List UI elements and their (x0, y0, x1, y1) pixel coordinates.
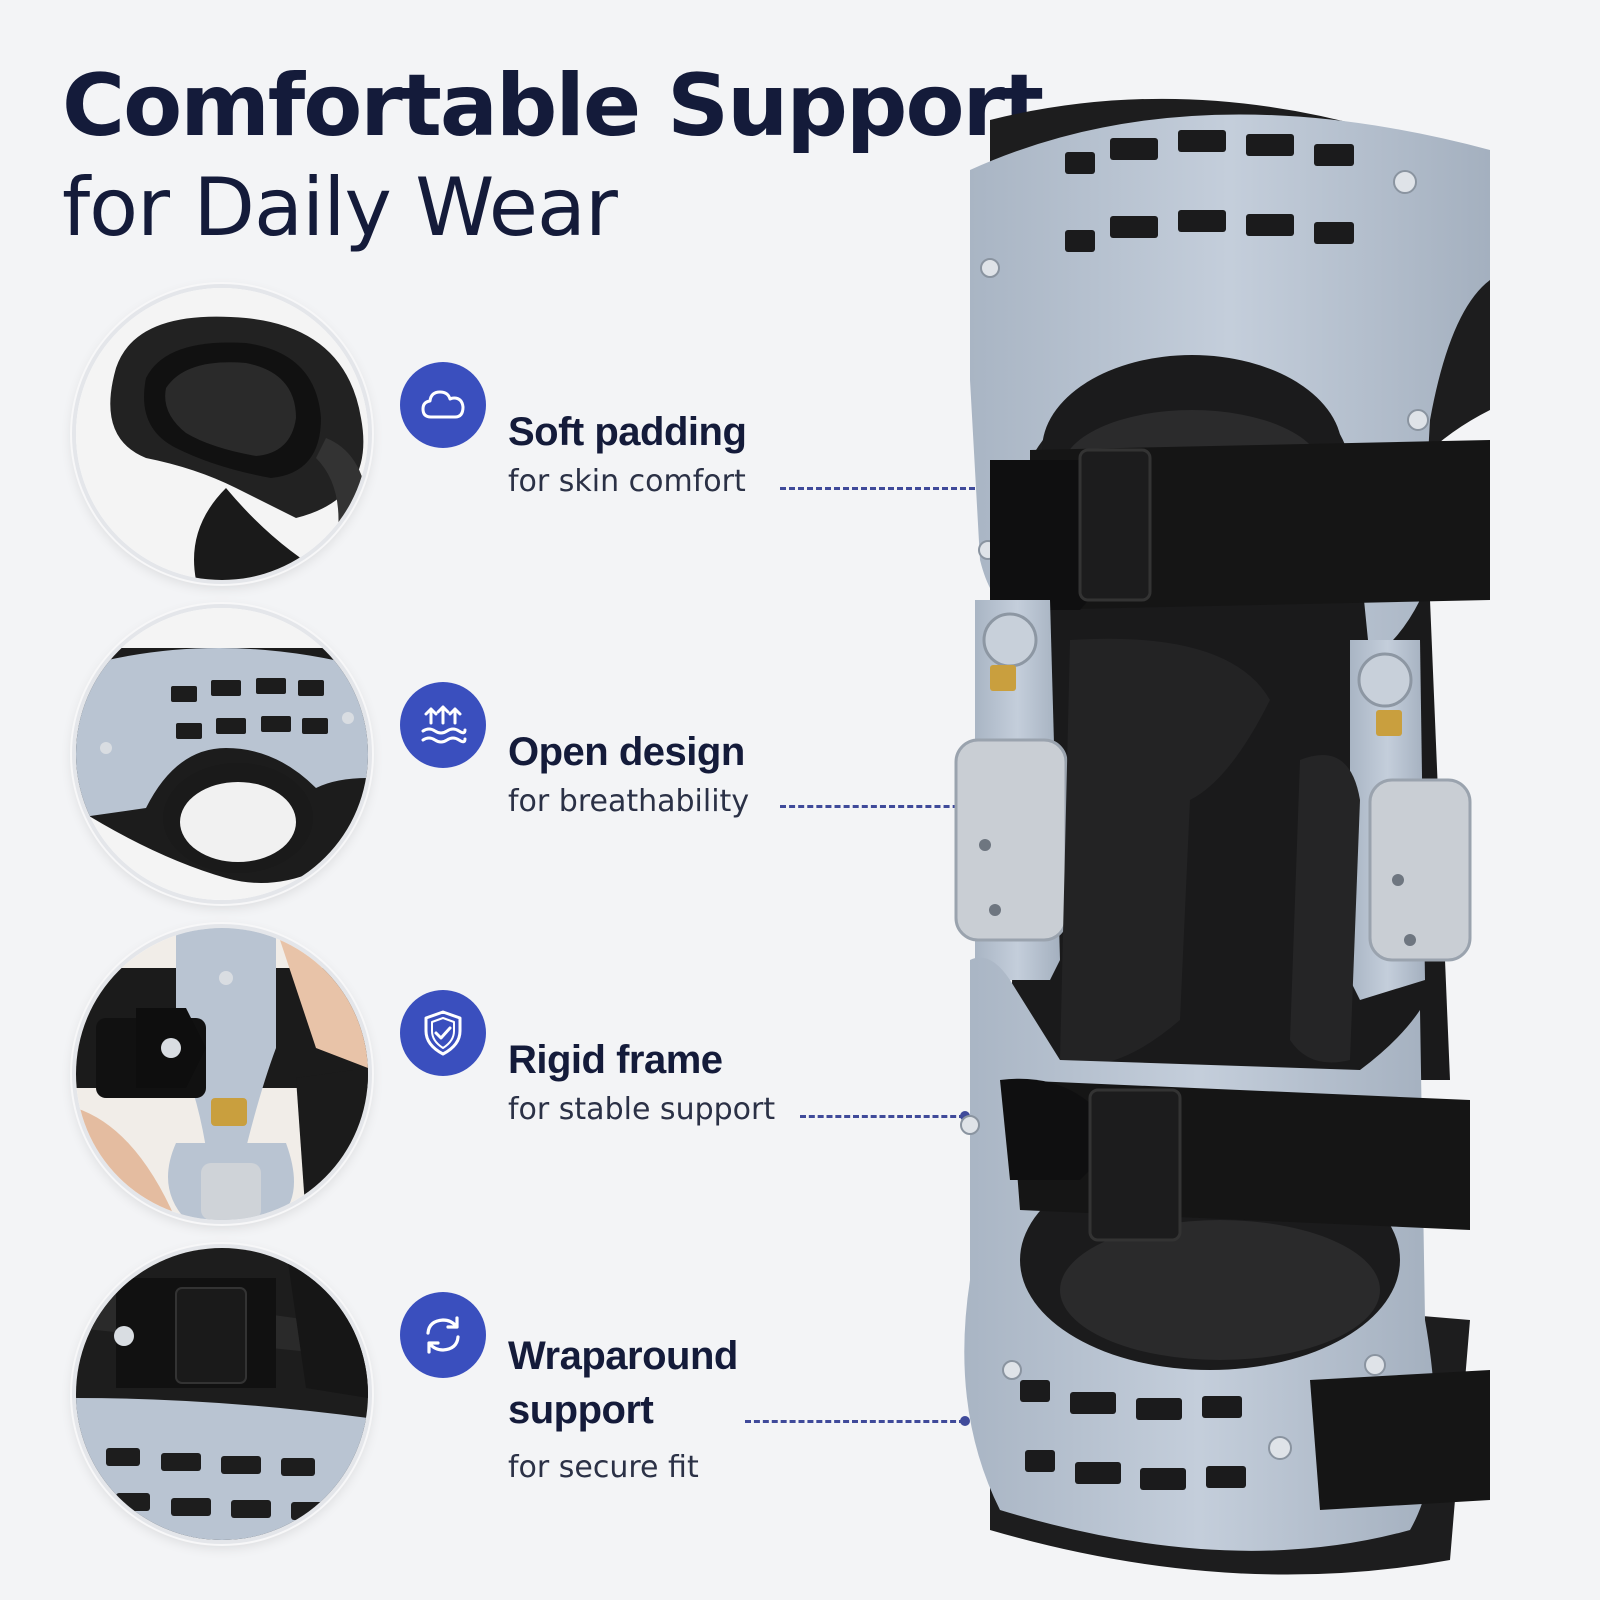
callout-line-rigid-frame (800, 1115, 965, 1118)
feature-title-line-1: Wraparound (508, 1334, 738, 1378)
callout-dot-wraparound (960, 1416, 970, 1426)
wrap-arrows-icon (400, 1292, 486, 1378)
detail-image-cuff (72, 604, 372, 904)
feature-subtitle: for secure fit (508, 1450, 699, 1485)
airflow-icon (400, 682, 486, 768)
shield-check-icon (400, 990, 486, 1076)
detail-image-frame (72, 924, 372, 1224)
feature-subtitle: for stable support (508, 1092, 776, 1127)
feature-title: Soft padding (508, 410, 747, 454)
feature-subtitle: for skin comfort (508, 464, 746, 499)
callout-dot-rigid-frame (960, 1111, 970, 1121)
cloud-icon (400, 362, 486, 448)
title-line-1: Comfortable Support (62, 56, 1044, 156)
title-line-2: for Daily Wear (62, 161, 618, 254)
detail-image-strap (72, 1244, 372, 1544)
feature-title-line-2: support (508, 1388, 654, 1432)
page-title: Comfortable Support for Daily Wear (62, 52, 1044, 256)
knee-brace-image (954, 98, 1490, 1575)
callout-line-open-design (780, 805, 995, 808)
detail-image-padding (72, 284, 372, 584)
feature-subtitle: for breathability (508, 784, 750, 819)
feature-title: Rigid frame (508, 1038, 723, 1082)
callout-line-wraparound (745, 1420, 965, 1423)
feature-title: Open design (508, 730, 745, 774)
callout-line-padding (780, 487, 1038, 490)
